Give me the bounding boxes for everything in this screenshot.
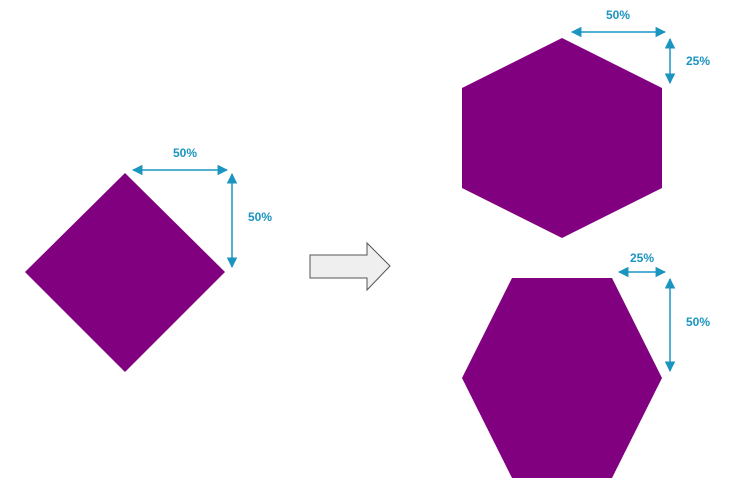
hexagon-top-vertical-label: 25% [686, 54, 710, 68]
hexagon-pointy-top [462, 38, 662, 238]
transform-arrow [309, 241, 391, 292]
hexagon-bottom-horizontal-label: 25% [630, 251, 654, 265]
hexagon-top-horizontal-label: 50% [606, 8, 630, 22]
hexagon-flat-top [462, 278, 662, 478]
diamond-vertical-label: 50% [248, 210, 272, 224]
hexagon-bottom-vertical-label: 50% [686, 315, 710, 329]
diamond-shape [25, 173, 225, 372]
diamond-horizontal-label: 50% [173, 146, 197, 160]
